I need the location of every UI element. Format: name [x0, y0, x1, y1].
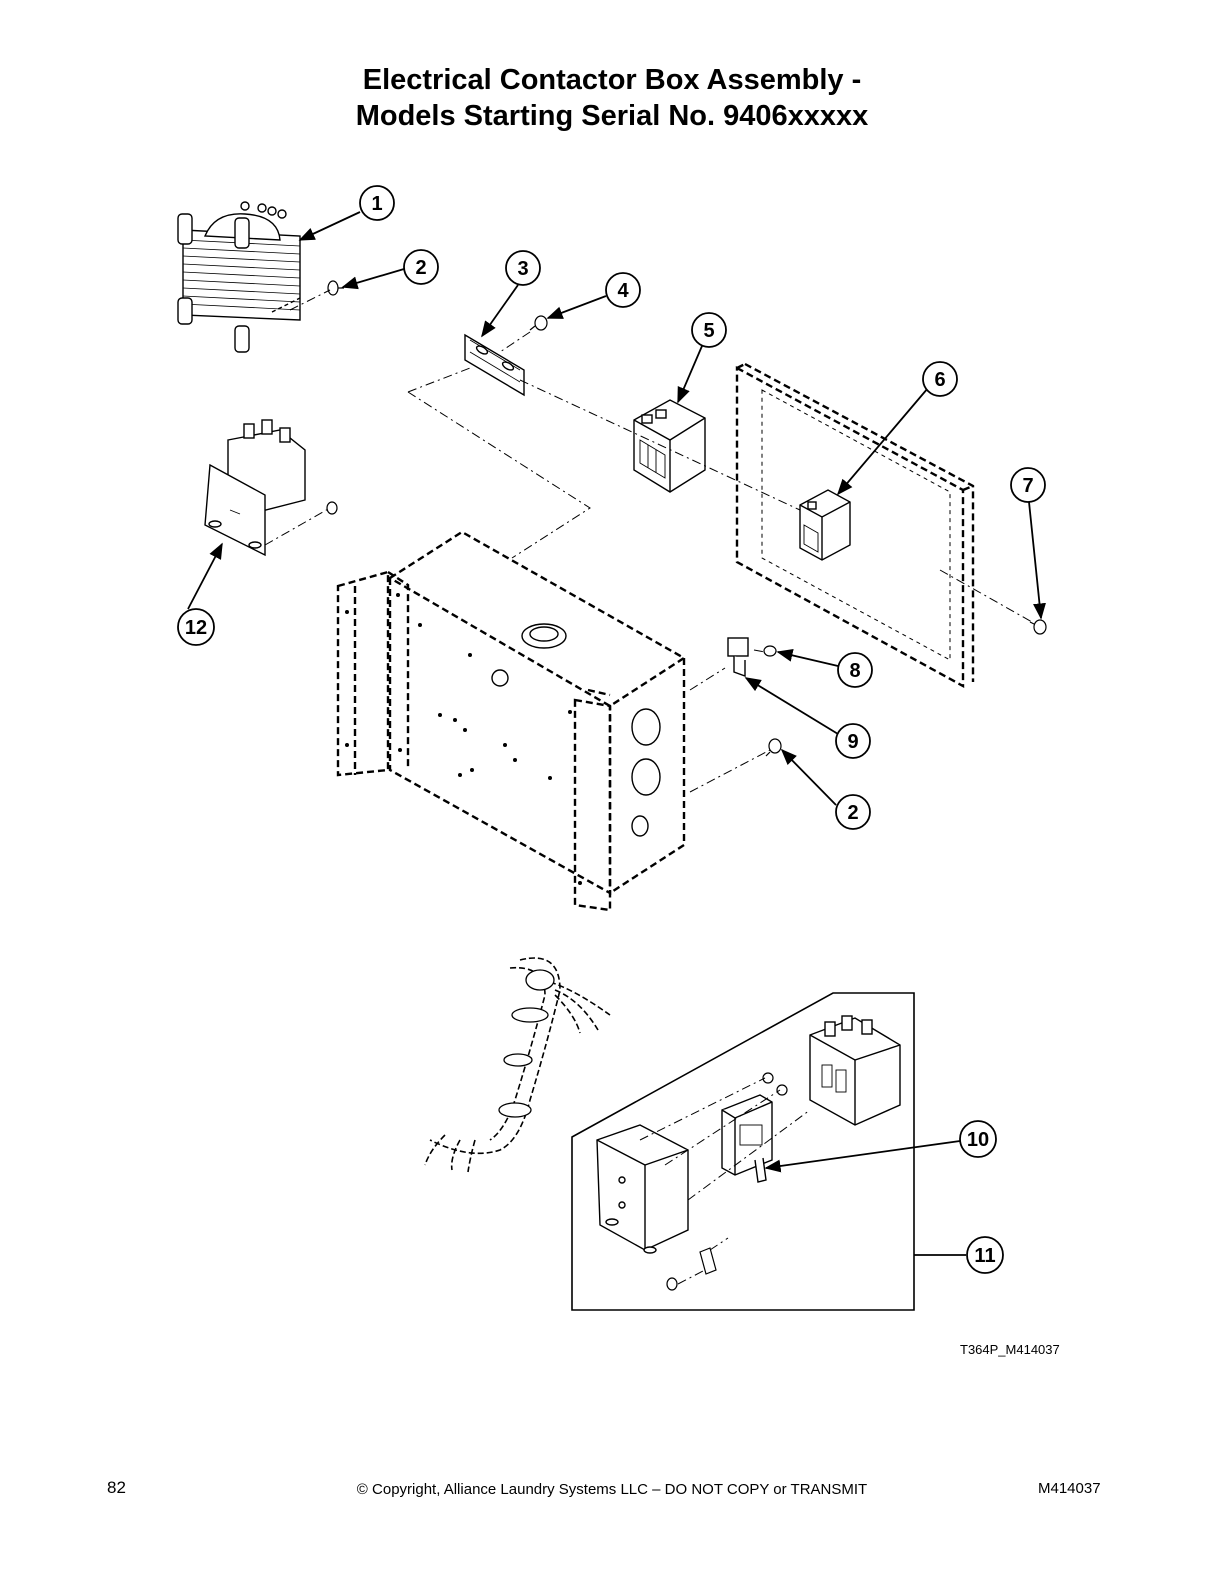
callout-2-lower: 2 [835, 794, 871, 830]
svg-text:10: 10 [967, 1129, 989, 1151]
callout-12: 12 [177, 608, 215, 646]
box-knockouts [491, 623, 661, 837]
transformer-part [177, 201, 301, 353]
svg-text:1: 1 [371, 193, 382, 215]
figure-id: T364P_M414037 [960, 1342, 1060, 1357]
svg-text:11: 11 [974, 1245, 995, 1267]
inset-screws [666, 1072, 788, 1291]
svg-text:3: 3 [517, 258, 528, 280]
svg-text:2: 2 [415, 257, 426, 279]
svg-text:8: 8 [849, 660, 860, 682]
callout-2: 2 [403, 249, 439, 285]
din-rail-part [464, 333, 525, 397]
title-line-1: Electrical Contactor Box Assembly - [362, 64, 862, 96]
callout-8: 8 [837, 652, 873, 688]
callout-5: 5 [691, 312, 727, 348]
svg-text:4: 4 [617, 280, 629, 302]
aux-contactor-part [799, 489, 851, 561]
harness-connectors [498, 969, 555, 1118]
title-line-2: Models Starting Serial No. 9406xxxxx [355, 100, 869, 132]
relay-part [721, 1094, 773, 1183]
callout-10: 10 [959, 1120, 997, 1158]
box-mounting-holes [345, 593, 582, 885]
screw-part [763, 645, 777, 657]
clip-part [727, 637, 749, 677]
callout-6: 6 [922, 361, 958, 397]
svg-text:12: 12 [185, 617, 207, 639]
callout-7: 7 [1010, 467, 1046, 503]
leader-lines [187, 211, 1046, 1256]
screw-part [529, 315, 548, 331]
relay-base-part [596, 1124, 689, 1254]
relay-bracket-part [204, 419, 306, 557]
callout-1: 1 [359, 185, 395, 221]
contactor-part [633, 399, 706, 493]
contactor-inset-part [809, 1015, 901, 1126]
svg-text:2: 2 [847, 802, 858, 824]
svg-text:9: 9 [847, 731, 858, 753]
inset-centerlines [639, 1077, 811, 1285]
callout-9: 9 [835, 723, 871, 759]
svg-text:5: 5 [703, 320, 714, 342]
assembly-centerlines [264, 289, 1033, 793]
inset-frame [571, 992, 915, 1311]
screw-part [765, 738, 782, 757]
document-number: M414037 [1038, 1480, 1101, 1497]
contactor-box-part [336, 530, 687, 912]
panel-cover-part [735, 362, 975, 689]
callout-4: 4 [605, 272, 641, 308]
callout-3: 3 [505, 250, 541, 286]
screw-part [327, 280, 344, 296]
screw-part [326, 501, 338, 515]
page-title: Electrical Contactor Box Assembly - Mode… [0, 62, 1224, 134]
screw-part [1029, 619, 1047, 635]
svg-text:7: 7 [1022, 475, 1033, 497]
svg-text:6: 6 [934, 369, 945, 391]
callout-11: 11 [966, 1236, 1004, 1274]
copyright-notice: © Copyright, Alliance Laundry Systems LL… [356, 1481, 868, 1498]
page-number: 82 [107, 1478, 126, 1497]
